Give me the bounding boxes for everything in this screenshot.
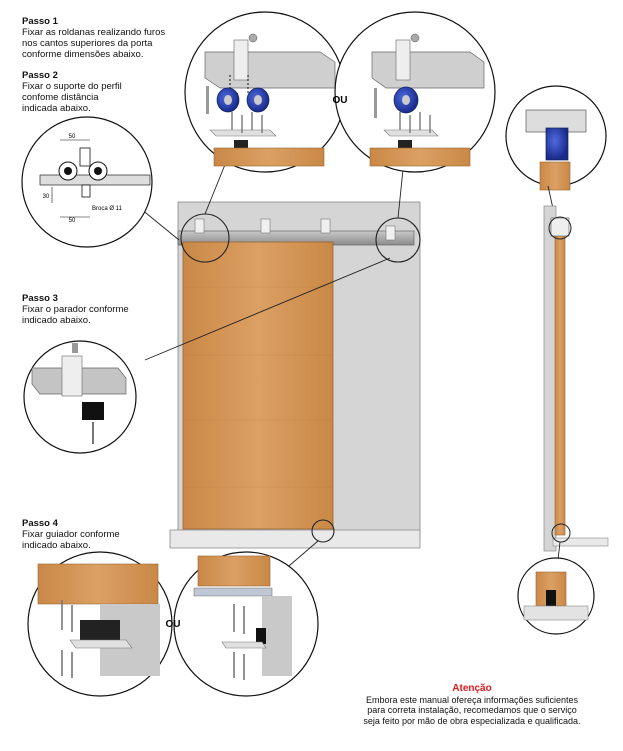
step-1: Passo 1 Fixar as roldanas realizando fur… (22, 16, 222, 60)
or-label-bottom: OU (166, 619, 181, 630)
side-section-view (505, 85, 609, 635)
detail-guide-option-b (173, 551, 319, 697)
step-2: Passo 2 Fixar o suporte do perfil confom… (22, 70, 182, 114)
or-label-top: OU (333, 95, 348, 106)
step-3-text: Fixar o parador conforme indicado abaixo… (22, 304, 129, 326)
stopper-block (82, 402, 104, 420)
detail-roller-option-b (334, 11, 496, 173)
attention-heading: Atenção (452, 683, 492, 694)
rail-brackets (194, 218, 396, 241)
step-4-text: Fixar guiador conforme indicado abaixo. (22, 529, 120, 551)
door-panel (182, 241, 334, 530)
detail-profile-support (21, 116, 153, 248)
detail-stopper (23, 340, 137, 454)
dim-side-label: 30 (43, 194, 50, 200)
callout-bottom (311, 519, 335, 543)
drill-label: Broca Ø 11 (92, 206, 123, 212)
step-3: Passo 3 Fixar o parador conforme indicad… (22, 293, 182, 326)
step-4: Passo 4 Fixar guiador conforme indicado … (22, 518, 182, 551)
step-1-title: Passo 1 (22, 16, 58, 27)
dim-top-label: 50 (69, 134, 76, 140)
floor-base (169, 529, 421, 549)
dim-bottom-label: 50 (69, 218, 76, 224)
step-2-title: Passo 2 (22, 70, 58, 81)
step-4-title: Passo 4 (22, 518, 58, 529)
detail-guide-option-a (27, 551, 173, 697)
step-3-title: Passo 3 (22, 293, 58, 304)
step-1-text: Fixar as roldanas realizando furos nos c… (22, 27, 166, 60)
attention-note: Atenção Embora este manual ofereça infor… (328, 683, 616, 726)
detail-roller-option-a (184, 11, 346, 173)
attention-text: Embora este manual ofereça informações s… (363, 694, 581, 726)
wall-view (129, 139, 421, 579)
step-2-text: Fixar o suporte do perfil confome distân… (22, 81, 122, 114)
